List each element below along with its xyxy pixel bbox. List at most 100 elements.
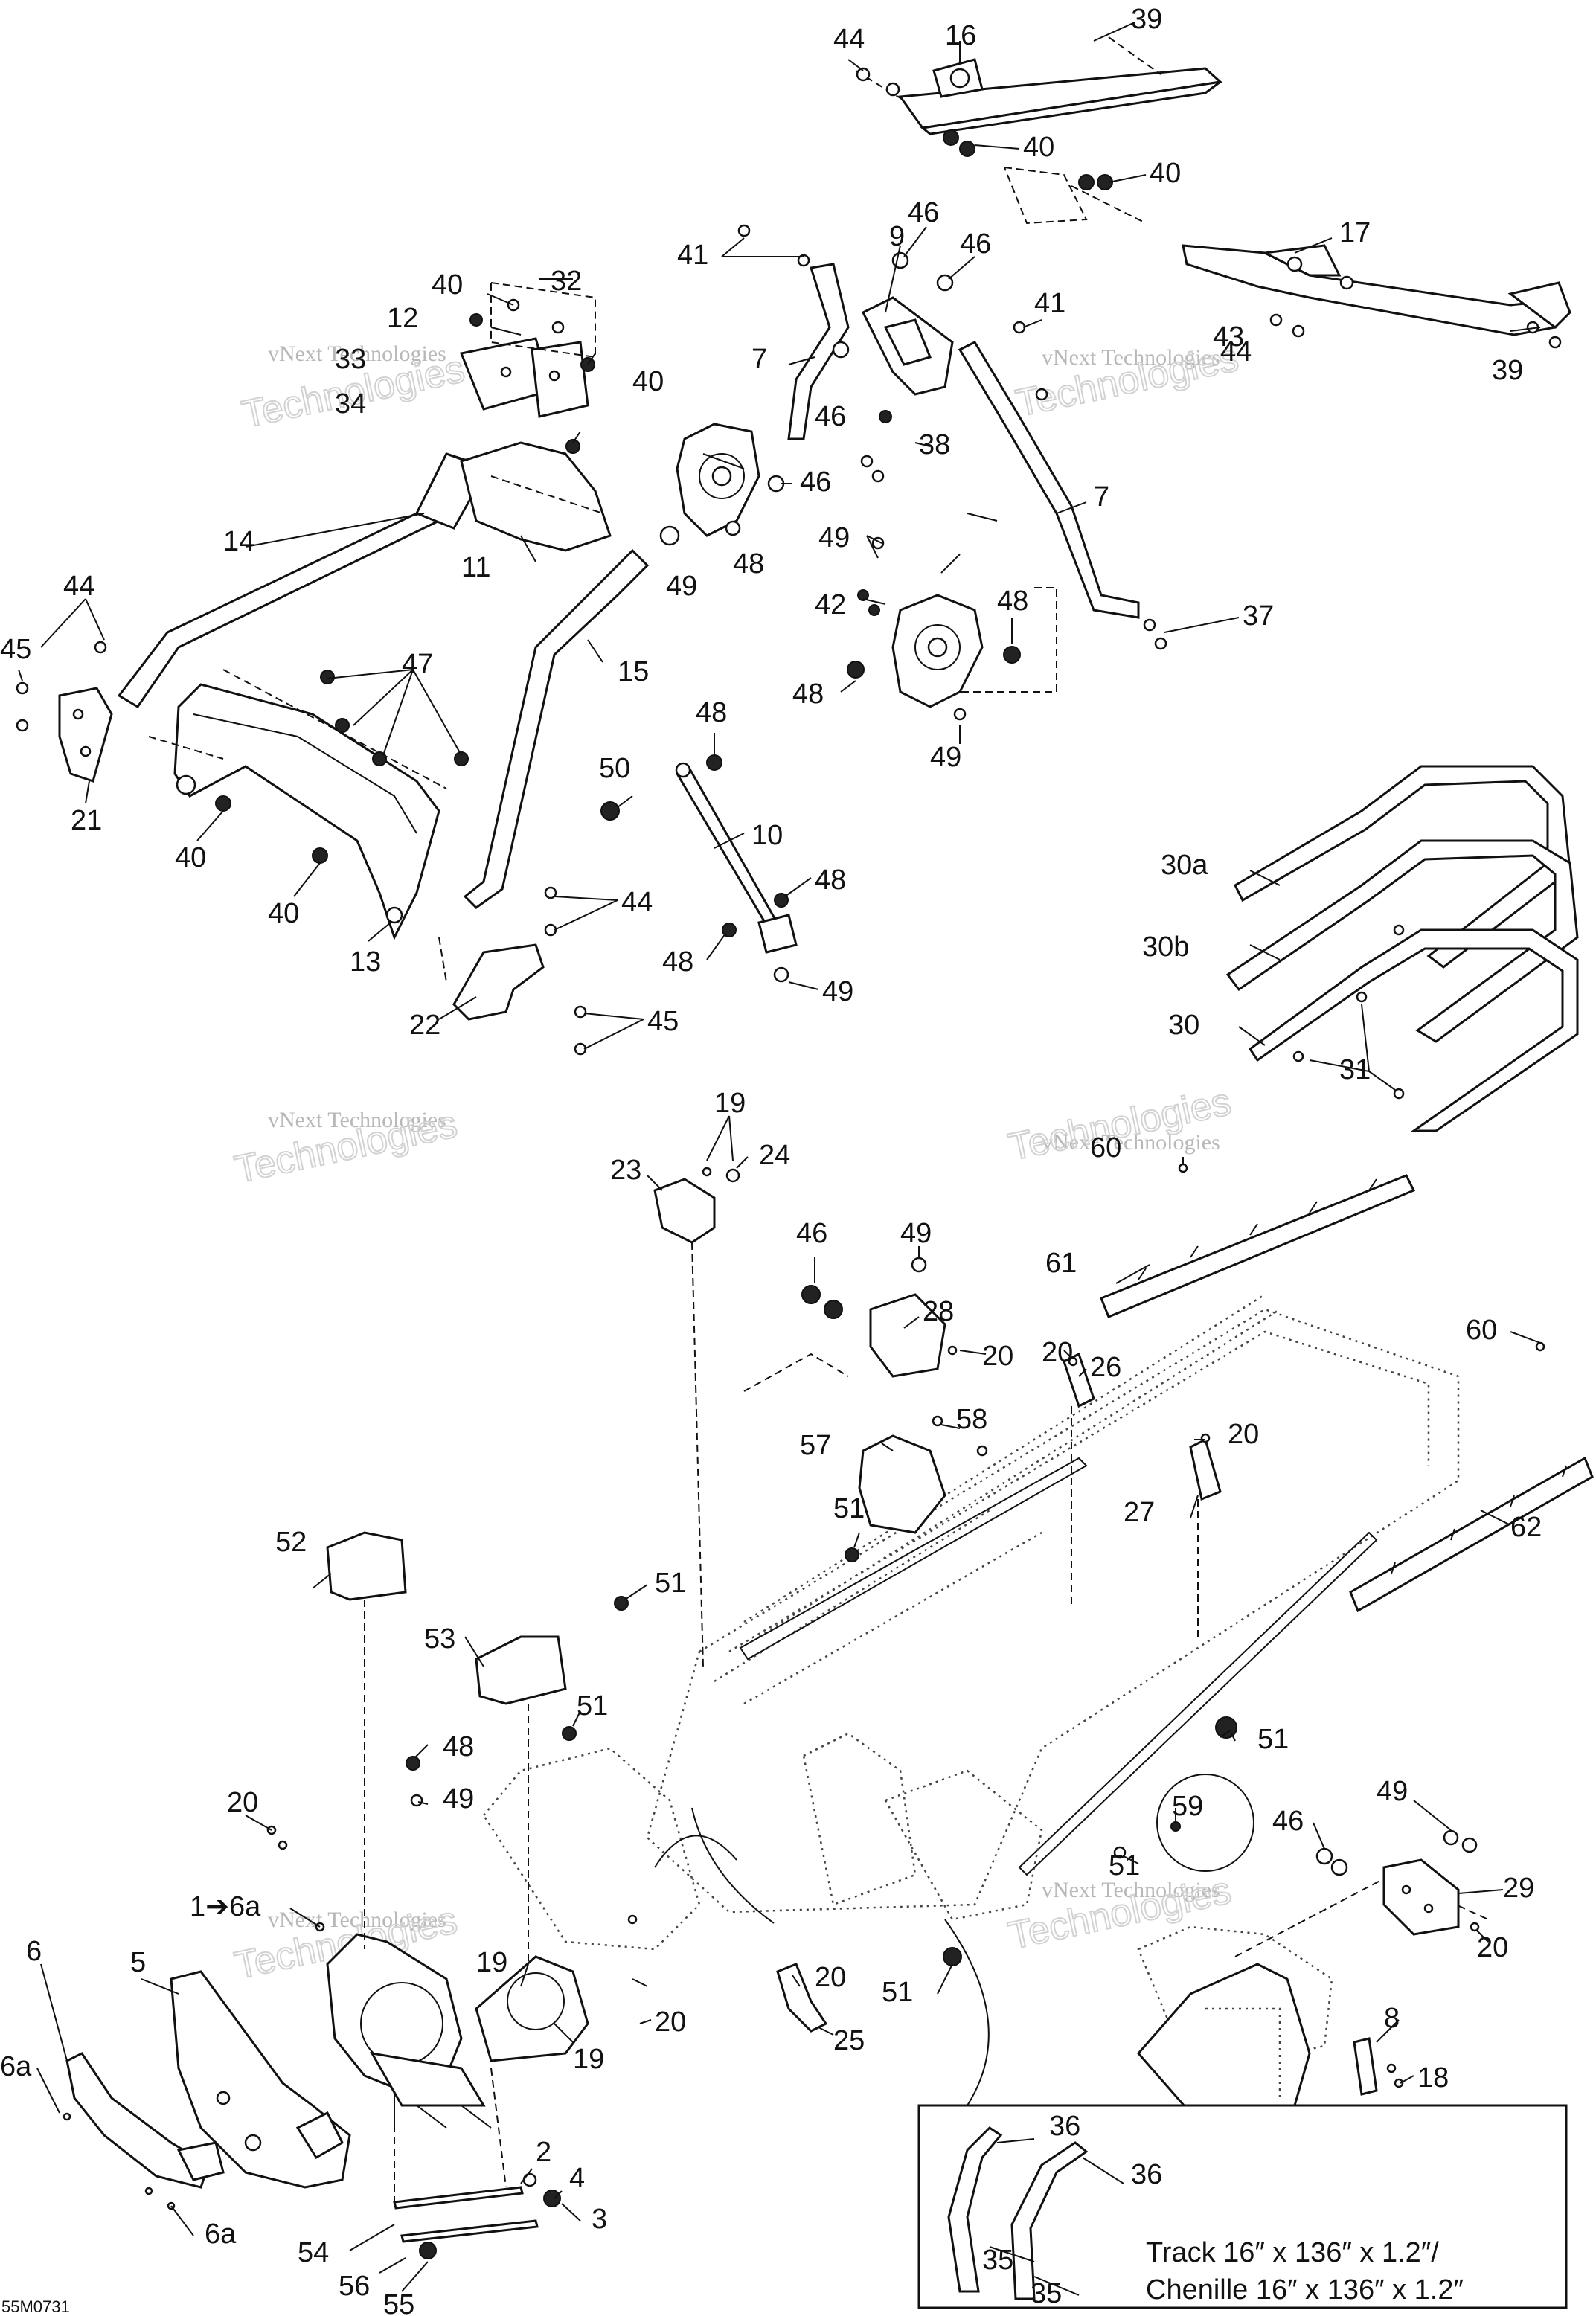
support-5 — [170, 1970, 351, 2189]
callout-40: 40 — [1023, 132, 1054, 163]
callout-4: 4 — [569, 2163, 585, 2194]
callout-52: 52 — [275, 1527, 307, 1558]
callout-51: 51 — [882, 1977, 913, 2008]
callout-48: 48 — [815, 865, 846, 896]
callout-17: 17 — [1339, 217, 1371, 248]
callout-57: 57 — [800, 1430, 831, 1461]
cover-52 — [326, 1531, 407, 1949]
bumper-30 — [1248, 928, 1579, 1132]
callout-20: 20 — [1042, 1337, 1073, 1368]
callout-19: 19 — [573, 2044, 604, 2075]
bracket-57 — [858, 1434, 946, 1534]
callout-49: 49 — [822, 976, 853, 1007]
callout-51: 51 — [655, 1568, 686, 1599]
callout-46: 46 — [800, 466, 831, 498]
callout-48: 48 — [733, 548, 764, 580]
callout-61: 61 — [1045, 1248, 1077, 1279]
callout-9: 9 — [889, 221, 905, 252]
callout-51: 51 — [1109, 1850, 1140, 1882]
callout-13: 13 — [350, 946, 381, 978]
callout-45: 45 — [647, 1006, 679, 1037]
callout-48: 48 — [662, 946, 693, 978]
callout-36: 36 — [1049, 2111, 1080, 2142]
steering-support-bar-16 — [855, 36, 1223, 135]
cover-53 — [475, 1635, 567, 1964]
callout-49: 49 — [1377, 1776, 1408, 1807]
hub-plate-upper-right — [891, 587, 1057, 708]
callout-49: 49 — [443, 1783, 474, 1815]
front-suspension-assembly — [326, 1933, 589, 2129]
callout-34: 34 — [335, 388, 366, 420]
callout-46: 46 — [1272, 1806, 1304, 1837]
callout-3: 3 — [592, 2204, 607, 2235]
callout-46: 46 — [908, 197, 939, 228]
callout-62: 62 — [1510, 1512, 1542, 1543]
callout-49: 49 — [900, 1218, 932, 1249]
callout-44: 44 — [833, 24, 865, 55]
track-spec-line-2: Chenille 16″ x 136″ x 1.2″ — [1146, 2274, 1464, 2306]
strut-10 — [675, 762, 798, 954]
steering-column-7-right — [958, 341, 1140, 619]
callout-6a: 6a — [205, 2219, 237, 2250]
callout-39: 39 — [1131, 4, 1162, 35]
callout-59: 59 — [1172, 1791, 1203, 1822]
callout-22: 22 — [409, 1010, 440, 1041]
callout-27: 27 — [1124, 1497, 1155, 1528]
bracket-21 — [58, 687, 113, 783]
callout-36: 36 — [1131, 2159, 1162, 2190]
callout-48: 48 — [792, 679, 824, 710]
callout-20: 20 — [1477, 1932, 1508, 1963]
watermark-text: vNext Technologies — [1042, 345, 1220, 370]
callout-30: 30 — [1168, 1010, 1199, 1041]
running-board-61 — [1100, 1174, 1416, 1318]
callout-46: 46 — [796, 1218, 827, 1249]
callout-20: 20 — [227, 1787, 258, 1818]
callout-44: 44 — [63, 571, 94, 602]
callout-28: 28 — [923, 1296, 954, 1327]
callout-42: 42 — [815, 589, 846, 620]
callout-35: 35 — [982, 2245, 1013, 2276]
callout-10: 10 — [751, 820, 783, 851]
callout-46: 46 — [960, 228, 991, 260]
callout-33: 33 — [335, 344, 366, 375]
callout-49: 49 — [930, 742, 961, 773]
callout-45: 45 — [0, 634, 31, 665]
watermark-text: vNext Technologies — [1042, 1130, 1220, 1155]
callout-48: 48 — [443, 1731, 474, 1762]
callout-5: 5 — [130, 1947, 146, 1978]
callout-6: 6 — [26, 1936, 42, 1967]
bracket-28 — [743, 1293, 946, 1392]
callout-20: 20 — [655, 2007, 686, 2038]
steering-column-support-17 — [1003, 166, 1571, 336]
rear-cover — [1137, 1963, 1311, 2114]
callout-24: 24 — [759, 1140, 790, 1171]
callout-38: 38 — [919, 429, 950, 461]
callout-51: 51 — [1257, 1724, 1289, 1755]
callout-21: 21 — [71, 805, 102, 836]
callout-49: 49 — [818, 522, 850, 554]
callout-40: 40 — [1150, 158, 1181, 189]
callout-55: 55 — [383, 2289, 414, 2316]
bracket-29 — [1382, 1858, 1460, 1936]
running-board-62 — [1349, 1456, 1594, 1613]
left-column-15 — [463, 548, 650, 909]
callout-7: 7 — [751, 344, 767, 375]
callout-35: 35 — [1031, 2278, 1062, 2309]
callout-6a: 6a — [0, 2051, 32, 2082]
callout-15: 15 — [618, 656, 649, 687]
callout-31: 31 — [1339, 1054, 1371, 1085]
hardware-fasteners — [16, 67, 1562, 2210]
callout-58: 58 — [956, 1404, 987, 1435]
callout-14: 14 — [223, 526, 254, 557]
callout-50: 50 — [599, 753, 630, 784]
bracket-22 — [438, 937, 545, 1021]
watermark-text: vNext Technologies — [268, 341, 446, 366]
callout-2: 2 — [536, 2137, 551, 2168]
document-reference-code: 55M0731 — [1, 2297, 70, 2316]
leader-lines — [18, 22, 1541, 2296]
bracket-9 — [861, 296, 954, 396]
support-6 — [65, 2052, 225, 2189]
callout-18: 18 — [1417, 2062, 1449, 2094]
bracket-23 — [653, 1178, 716, 1667]
